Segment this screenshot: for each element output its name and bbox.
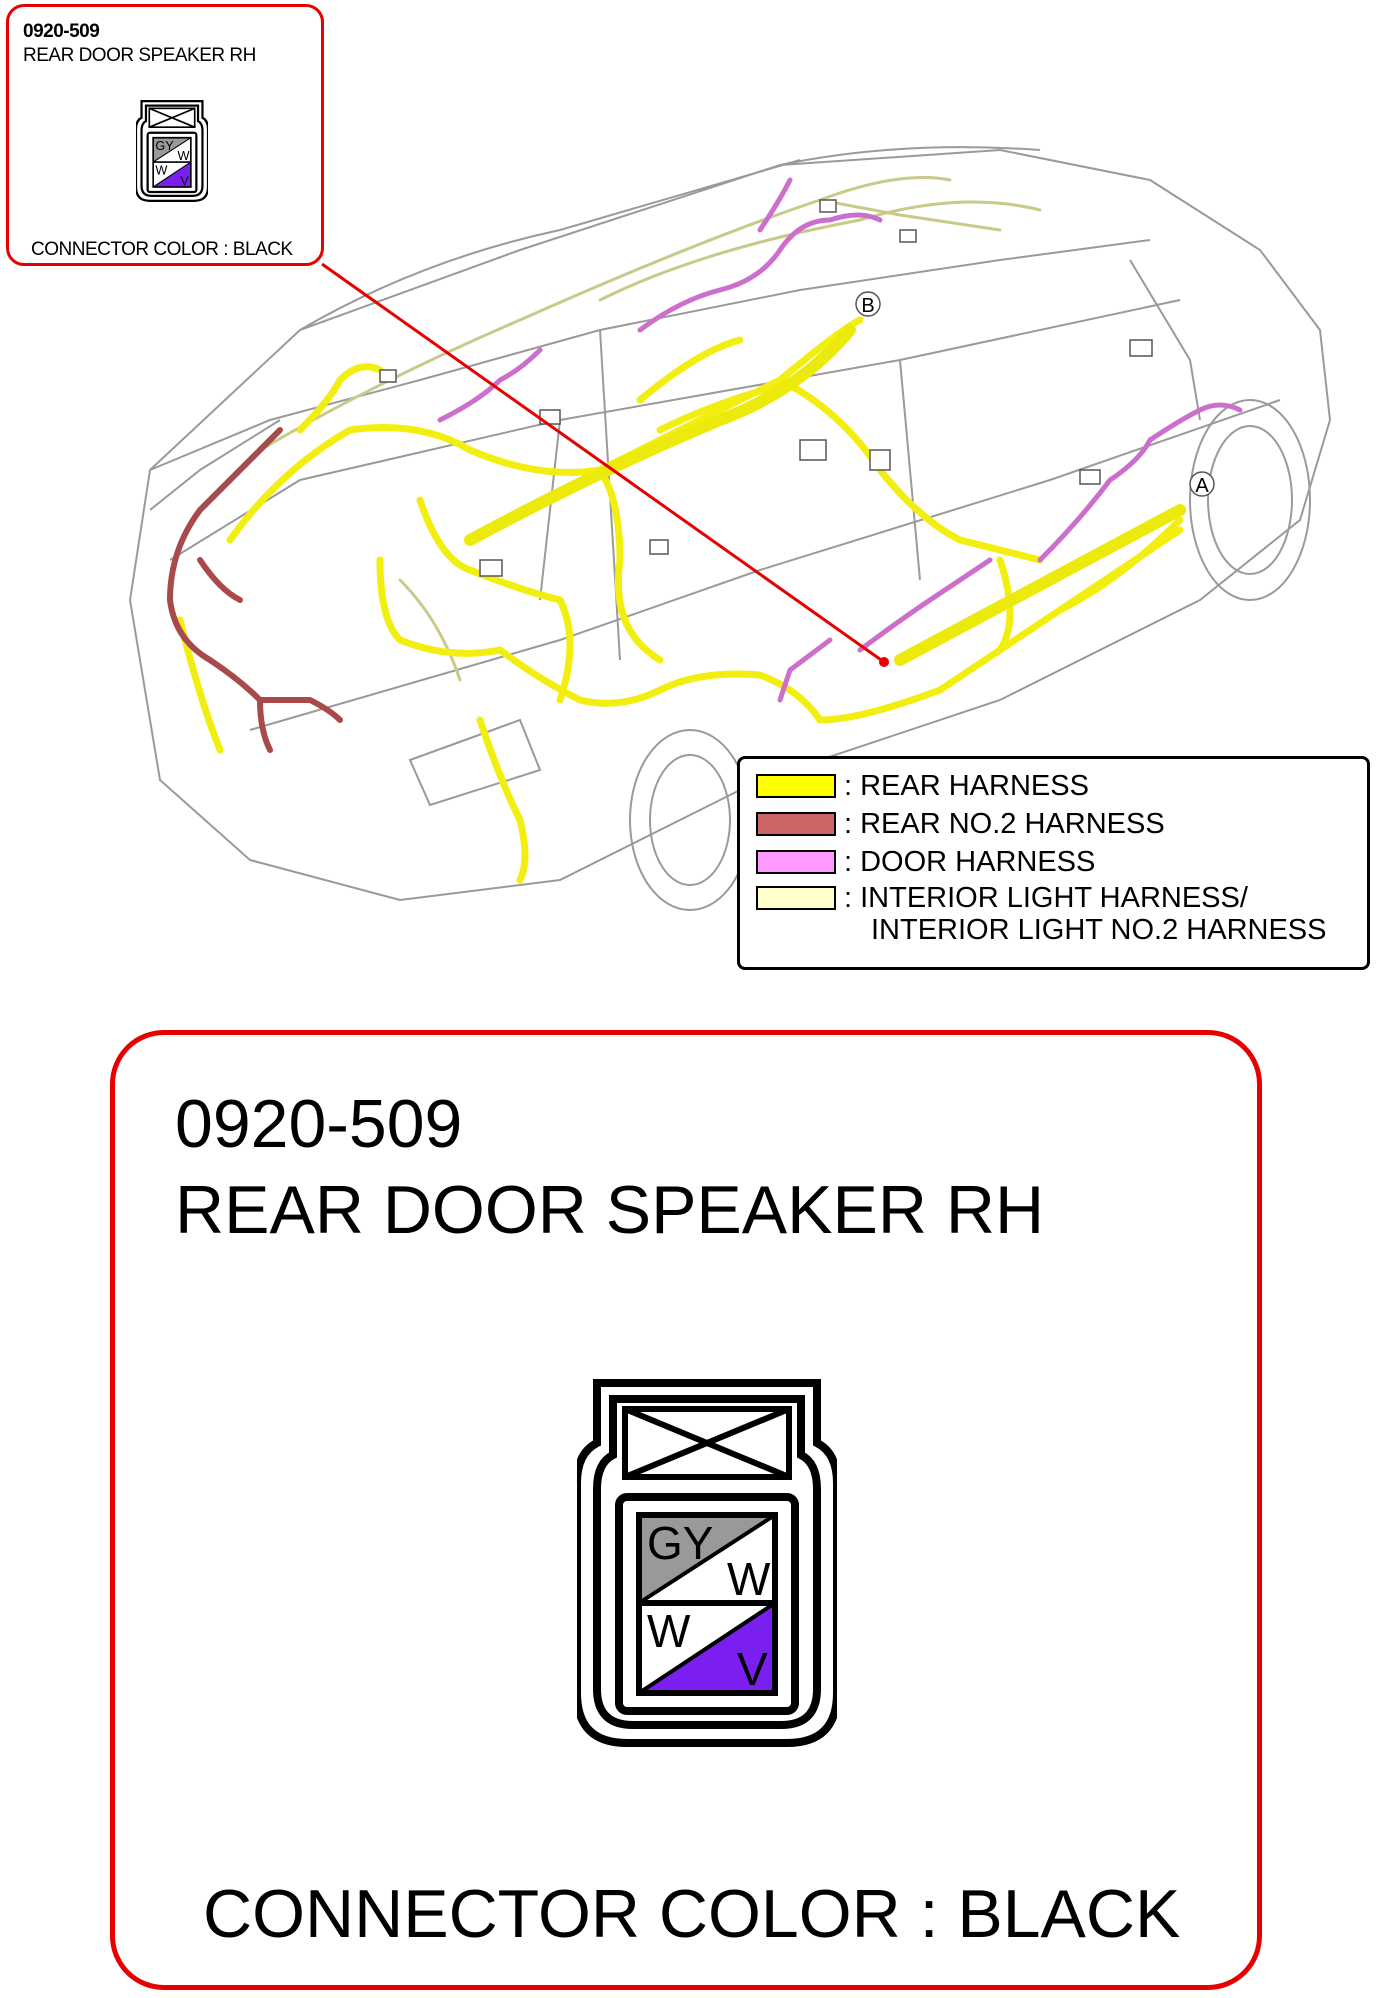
car-outline [128,146,1332,911]
pin1-wire-bottom: W [727,1553,771,1605]
legend-item-door-harness: : DOOR HARNESS [756,847,1095,877]
rear-no2-harness [167,427,343,753]
legend-swatch [756,850,836,874]
legend-swatch [756,886,836,910]
pin1-wire-top: GY [155,138,174,153]
leader-line [321,262,885,664]
point-b-label: B [861,295,874,317]
connector-location-dot [879,657,889,667]
point-b-marker: B [855,291,881,317]
legend-label: : REAR NO.2 HARNESS [844,808,1165,840]
pin1-wire-bottom: W [178,148,190,163]
legend-label: : INTERIOR LIGHT HARNESS/ [844,882,1248,914]
connector-code: 0920-509 [23,21,100,42]
legend-label-continuation: INTERIOR LIGHT NO.2 HARNESS [871,914,1327,946]
connector-name: REAR DOOR SPEAKER RH [23,45,256,66]
pin1-wire-top: GY [647,1517,713,1569]
legend-swatch [756,774,836,798]
connector-color-label: CONNECTOR COLOR : BLACK [31,239,293,260]
connector-callout-small: 0920-509 REAR DOOR SPEAKER RH GY W W V C… [6,4,324,266]
pin2-wire-top: W [647,1605,691,1657]
legend-label: : DOOR HARNESS [844,846,1096,878]
point-a-marker: A [1189,471,1215,497]
connector-name: REAR DOOR SPEAKER RH [175,1172,1045,1248]
connector-callout-large: 0920-509 REAR DOOR SPEAKER RH GY W W V C… [110,1030,1262,1990]
legend-item-rear-no2-harness: : REAR NO.2 HARNESS [756,809,1165,839]
rear-harness-trunk [464,324,1186,666]
pin2-wire-top: W [155,162,167,177]
point-a-label: A [1195,475,1209,497]
junction-boxes [379,199,1153,577]
connector-color-label: CONNECTOR COLOR : BLACK [203,1876,1181,1952]
connector-code: 0920-509 [175,1086,463,1162]
pin2-wire-bottom: V [180,173,189,188]
legend-item-interior-light-harness: : INTERIOR LIGHT HARNESS/ [756,883,1248,913]
pin2-wire-bottom: V [737,1643,768,1695]
legend-label: : REAR HARNESS [844,770,1089,802]
harness-legend: : REAR HARNESS : REAR NO.2 HARNESS : DOO… [737,756,1370,970]
legend-swatch [756,812,836,836]
door-harness [437,177,1243,703]
connector-face-icon-large: GY W W V [577,1379,837,1747]
legend-item-rear-harness: : REAR HARNESS [756,771,1089,801]
connector-face-icon-small: GY W W V [136,100,208,202]
